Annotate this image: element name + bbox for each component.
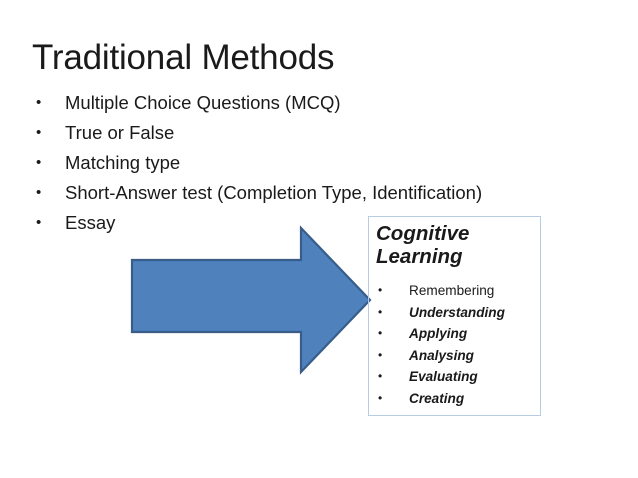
list-item: • Analysing xyxy=(376,345,540,367)
bullet-icon: • xyxy=(36,214,42,231)
right-arrow-icon xyxy=(126,222,376,378)
list-item: • Short-Answer test (Completion Type, Id… xyxy=(33,178,553,208)
cognitive-levels-list: • Remembering • Understanding • Applying… xyxy=(376,280,540,409)
list-item-label: True or False xyxy=(65,122,175,143)
list-item-label: Applying xyxy=(409,326,468,341)
traditional-methods-list: • Multiple Choice Questions (MCQ) • True… xyxy=(33,88,553,238)
list-item: • Matching type xyxy=(33,148,553,178)
right-arrow-polygon xyxy=(130,225,372,375)
bullet-icon: • xyxy=(36,94,42,111)
bullet-icon: • xyxy=(378,390,383,405)
list-item-label: Multiple Choice Questions (MCQ) xyxy=(65,92,341,113)
bullet-icon: • xyxy=(36,124,42,141)
heading-line-1: Cognitive xyxy=(376,222,470,245)
bullet-icon: • xyxy=(378,304,383,319)
list-item: • Multiple Choice Questions (MCQ) xyxy=(33,88,553,118)
list-item-label: Analysing xyxy=(409,347,474,363)
list-item-label: Short-Answer test (Completion Type, Iden… xyxy=(65,182,483,203)
list-item: • Understanding xyxy=(376,302,540,324)
list-item: • Essay xyxy=(33,208,553,238)
list-item: • True or False xyxy=(33,118,553,148)
list-item-label: Matching type xyxy=(65,152,181,173)
list-item: • Applying xyxy=(376,323,540,345)
bullet-icon: • xyxy=(378,369,383,383)
bullet-icon: • xyxy=(36,154,42,171)
heading-line-2: Learning xyxy=(376,245,463,268)
list-item: • Creating xyxy=(376,388,540,410)
page-title: Traditional Methods xyxy=(32,38,335,77)
list-item-label: Creating xyxy=(409,390,465,406)
list-item-label: Essay xyxy=(65,212,116,233)
list-item-label: Understanding xyxy=(409,304,505,320)
list-item-label: Remembering xyxy=(409,283,495,298)
list-item-label: Evaluating xyxy=(409,369,478,384)
bullet-icon: • xyxy=(378,283,383,297)
cognitive-learning-heading: Cognitive Learning xyxy=(376,222,536,268)
list-item: • Remembering xyxy=(376,280,540,302)
cognitive-learning-box: Cognitive Learning • Remembering • Under… xyxy=(368,216,541,416)
bullet-icon: • xyxy=(378,326,383,340)
bullet-icon: • xyxy=(378,347,383,362)
bullet-icon: • xyxy=(36,184,42,201)
list-item: • Evaluating xyxy=(376,366,540,388)
